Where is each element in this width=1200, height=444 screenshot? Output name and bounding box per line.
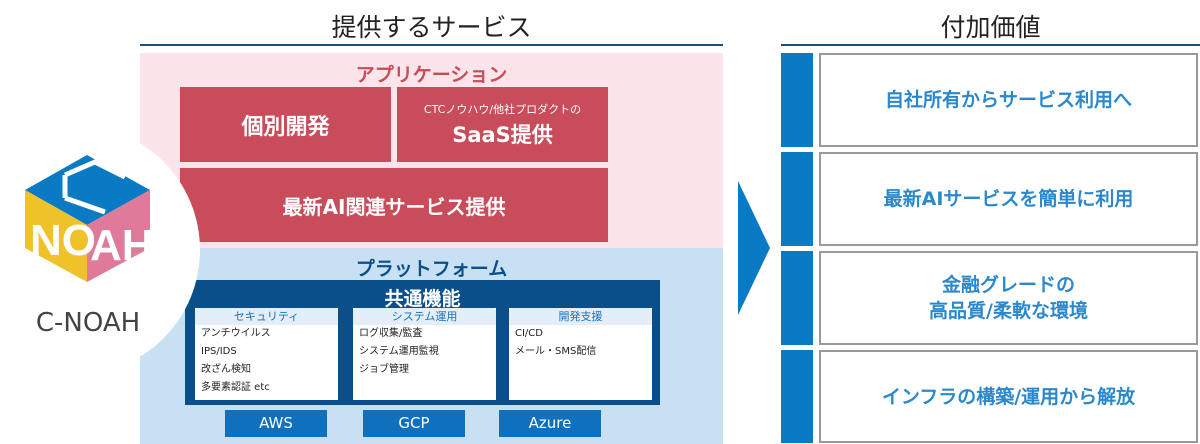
function-item: IPS/IDS	[201, 346, 237, 357]
cloud-azure: Azure	[499, 410, 601, 437]
value-bar	[781, 53, 813, 147]
arrow-right-icon	[738, 181, 770, 315]
cloud-gcp: GCP	[363, 410, 465, 437]
function-item: メール・SMS配信	[515, 346, 597, 357]
value-title: 付加価値	[940, 13, 1041, 42]
value-bar	[781, 350, 813, 443]
value-item: 自社所有からサービス利用へ	[819, 53, 1198, 147]
custom-dev-box: 個別開発	[180, 87, 391, 162]
saas-label: SaaS提供	[452, 122, 553, 147]
cloud-aws: AWS	[225, 410, 327, 437]
common-functions-title: 共通機能	[384, 288, 461, 310]
function-item: アンチウイルス	[201, 328, 271, 339]
svg-text:AH: AH	[90, 221, 154, 270]
function-group: システム運用ログ収集/監査システム運用監視ジョブ管理	[353, 308, 496, 400]
logo-name: C-NOAH	[35, 308, 141, 338]
value-item: インフラの構築/運用から解放	[819, 350, 1198, 443]
platform-heading: プラットフォーム	[355, 258, 508, 280]
function-item: ログ収集/監査	[359, 328, 423, 339]
function-item: 多要素認証 etc	[201, 382, 270, 393]
value-bar	[781, 152, 813, 246]
function-group: 開発支援 CI/CD メール・SMS配信	[509, 308, 652, 400]
value-text: インフラの構築/運用から解放	[881, 385, 1136, 408]
ai-service-box: 最新AI関連サービス提供	[180, 168, 608, 242]
value-divider	[781, 44, 1200, 46]
function-item: システム運用監視	[359, 346, 439, 357]
value-item: 金融グレードの高品質/柔軟な環境	[819, 251, 1198, 345]
function-group-title: セキュリティ	[195, 308, 338, 325]
svg-text:NO: NO	[30, 216, 96, 265]
value-item: 最新AIサービスを簡単に利用	[819, 152, 1198, 246]
services-title: 提供するサービス	[331, 13, 532, 42]
function-item: ジョブ管理	[359, 364, 409, 375]
function-group: セキュリティアンチウイルス IPS/IDS 改ざん検知多要素認証 etc	[195, 308, 338, 400]
saas-box: CTCノウハウ/他社プロダクトの SaaS提供	[397, 87, 608, 162]
saas-caption: CTCノウハウ/他社プロダクトの	[423, 102, 582, 116]
function-group-title: 開発支援	[509, 308, 652, 325]
value-text: 自社所有からサービス利用へ	[884, 89, 1132, 111]
c-noah-cube-logo: NO AH	[25, 155, 154, 282]
value-text: 最新AIサービスを簡単に利用	[883, 188, 1134, 210]
services-divider	[140, 44, 723, 46]
value-text: 高品質/柔軟な環境	[929, 300, 1088, 322]
value-text: 金融グレードの	[941, 274, 1075, 296]
function-item: 改ざん検知	[201, 364, 251, 375]
value-bar	[781, 251, 813, 345]
application-heading: アプリケーション	[355, 64, 508, 86]
function-item: CI/CD	[515, 328, 543, 339]
function-group-title: システム運用	[353, 308, 496, 325]
